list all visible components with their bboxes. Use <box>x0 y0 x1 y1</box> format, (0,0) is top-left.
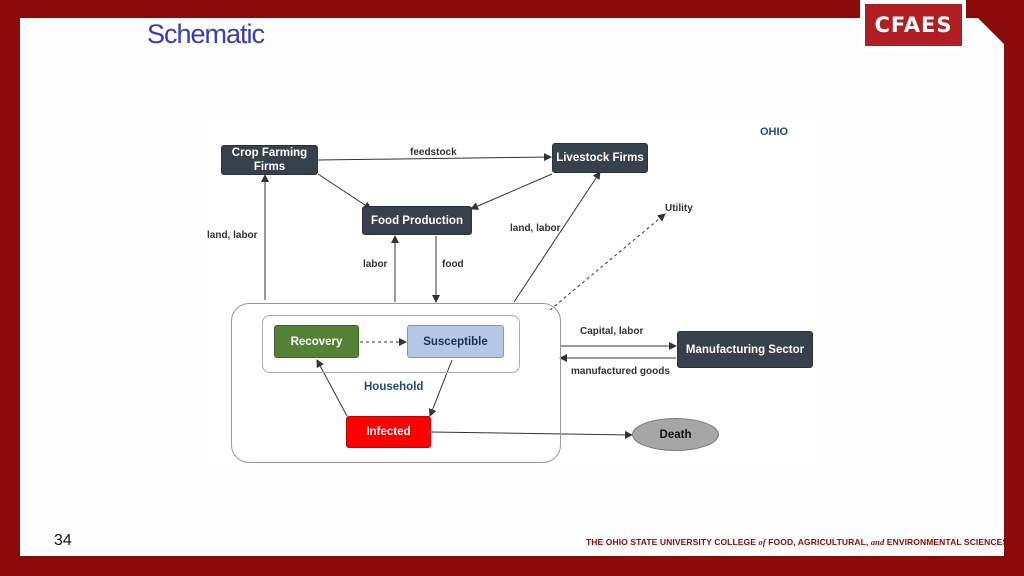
slide-title: Schematic <box>147 19 265 49</box>
footer-part1: THE OHIO STATE UNIVERSITY COLLEGE <box>586 537 759 547</box>
crop-farming-node: Crop Farming Firms <box>221 145 318 175</box>
household-label: Household <box>364 381 424 393</box>
land-labor-right-label: land, labor <box>510 223 561 234</box>
utility-label: Utility <box>665 203 693 214</box>
susceptible-to-infected-arrow <box>428 359 453 417</box>
infected-node: Infected <box>346 416 431 448</box>
manufacturing-node: Manufacturing Sector <box>677 331 813 368</box>
cfaes-logo: CFAES <box>865 4 962 46</box>
diagram-arrows <box>261 153 677 439</box>
susceptible-node: Susceptible <box>407 325 504 358</box>
page-number: 34 <box>54 532 72 549</box>
footer-part2: FOOD, AGRICULTURAL, <box>765 537 871 547</box>
capital-labor-label: Capital, labor <box>580 326 644 337</box>
crop-to-food-arrow <box>317 173 372 210</box>
land-labor-left-label: land, labor <box>207 230 258 241</box>
utility-arrow <box>549 213 666 311</box>
feedstock-arrow <box>317 153 552 162</box>
corner-decoration <box>978 18 1004 44</box>
region-label: OHIO <box>760 126 789 138</box>
labor-label: labor <box>363 259 388 270</box>
food-production-node: Food Production <box>362 206 472 235</box>
livestock-node: Livestock Firms <box>552 143 648 173</box>
top-frame <box>0 0 1024 18</box>
footer-and: and <box>870 537 885 547</box>
recovery-node: Recovery <box>274 325 359 358</box>
infected-to-recovery-arrow <box>316 359 348 417</box>
household-inner-box <box>262 315 520 373</box>
food-label: food <box>442 259 464 270</box>
livestock-to-food-arrow <box>470 173 553 210</box>
schematic-diagram: OHIO Crop Farming Firms Livestock Firms … <box>207 120 817 465</box>
footer-of: of <box>758 537 766 547</box>
manufactured-goods-label: manufactured goods <box>571 366 670 377</box>
infected-to-death-arrow <box>430 430 633 439</box>
household-container <box>231 303 561 463</box>
footer-text: THE OHIO STATE UNIVERSITY COLLEGE of FOO… <box>586 537 1008 547</box>
death-node: Death <box>632 418 719 451</box>
feedstock-label: feedstock <box>410 147 457 158</box>
footer-part3: ENVIRONMENTAL SCIENCES <box>884 537 1009 547</box>
household-to-livestock-arrow <box>513 171 601 303</box>
